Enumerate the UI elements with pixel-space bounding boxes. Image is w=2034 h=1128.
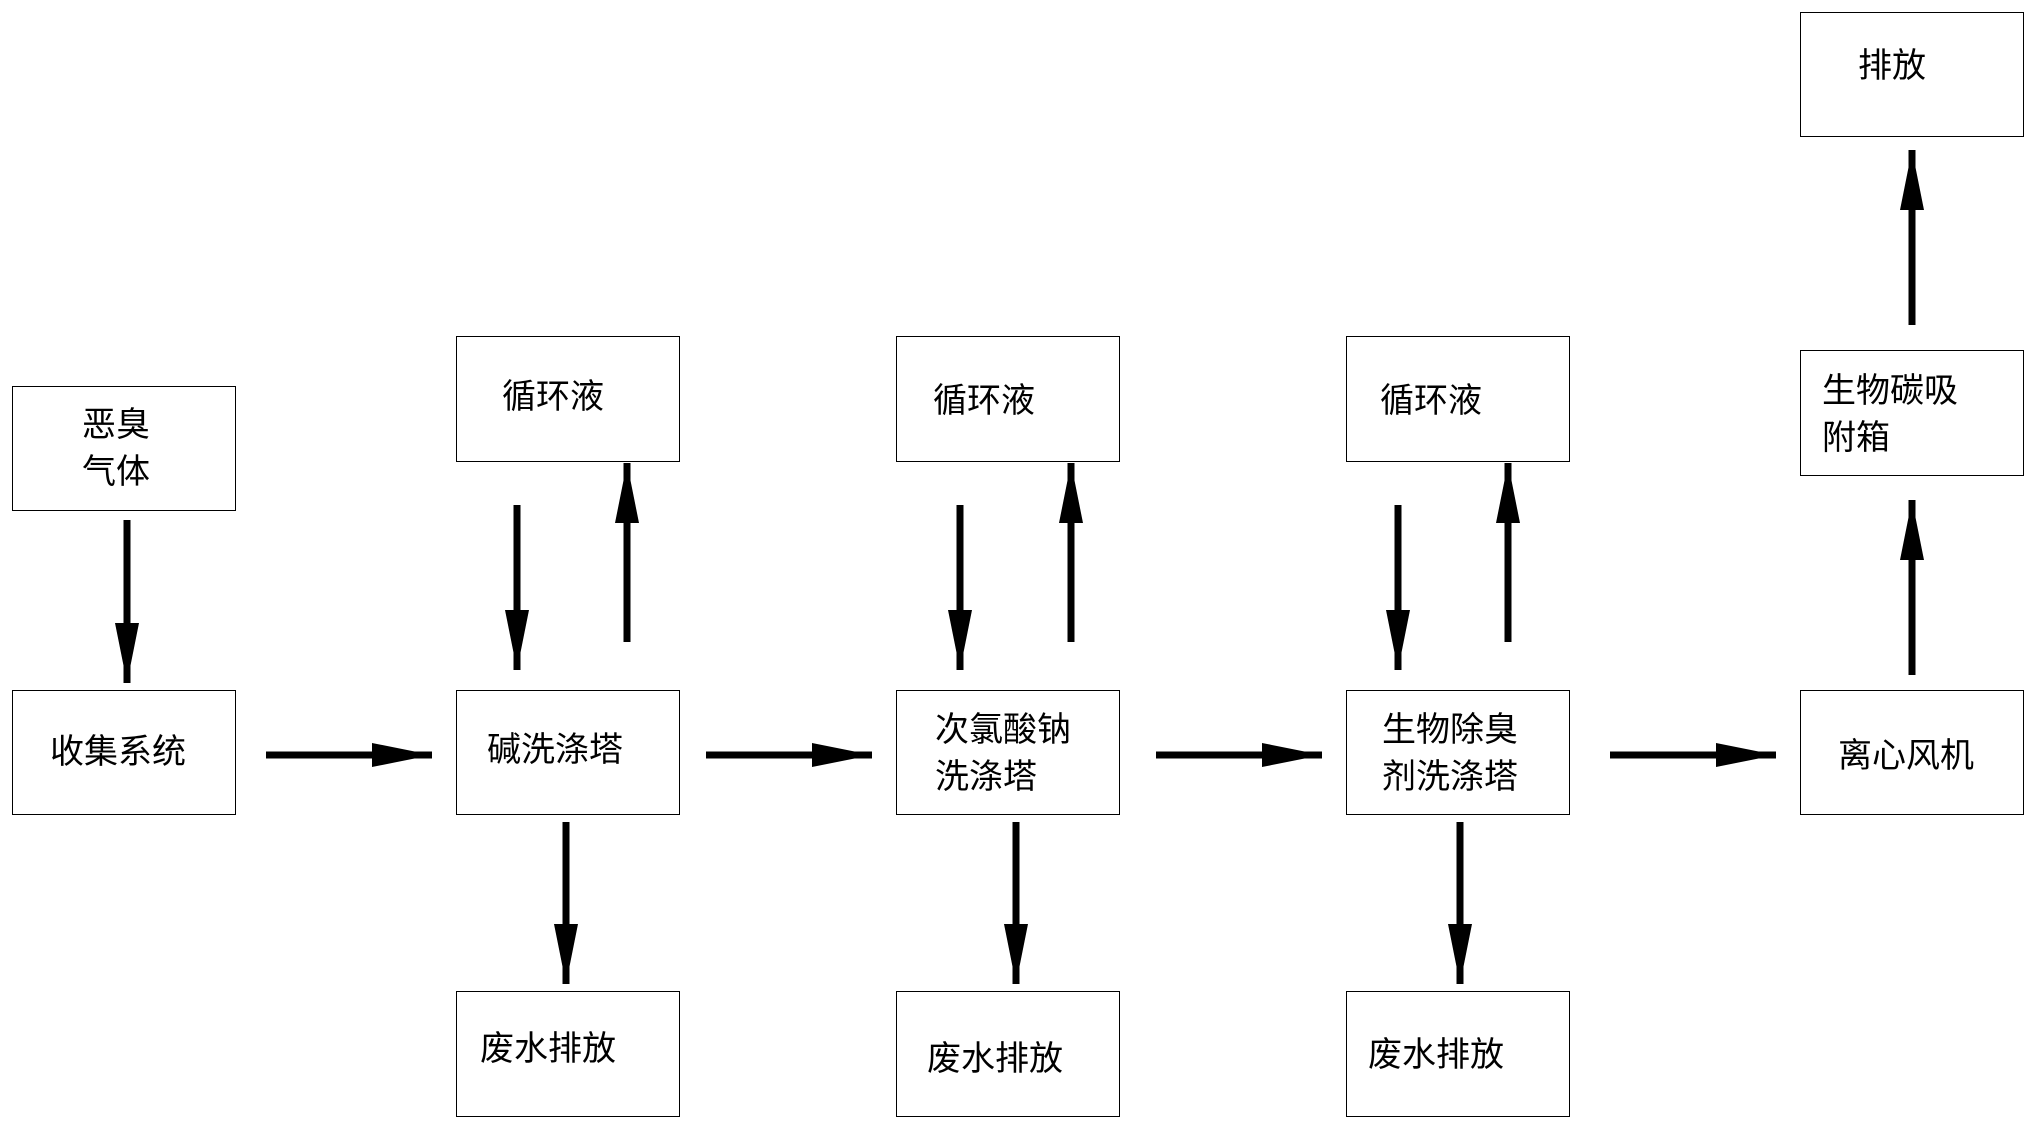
hypochlorite-circulating-liquid-box: [896, 336, 1120, 462]
malodorous-gas-label: 恶臭 气体: [82, 405, 150, 492]
discharge-box: [1800, 12, 2024, 137]
bio-deodorant-scrubber-box: [1346, 690, 1570, 815]
centrifugal-fan-box: [1800, 690, 2024, 815]
collection-system-box: [12, 690, 236, 815]
alkali-wastewater-box: [456, 991, 680, 1117]
malodorous-gas-box: [12, 386, 236, 511]
alkali-circulating-liquid-label: 循环液: [502, 377, 604, 417]
hypochlorite-wastewater-label: 废水排放: [927, 1039, 1063, 1079]
hypochlorite-scrubber-box: [896, 690, 1120, 815]
bio-circulating-liquid-box: [1346, 336, 1570, 462]
bio-wastewater-box: [1346, 991, 1570, 1117]
bio-carbon-adsorption-box: [1800, 350, 2024, 476]
discharge-label: 排放: [1858, 46, 1926, 86]
bio-circulating-liquid-label: 循环液: [1380, 381, 1482, 421]
bio-carbon-adsorption-label: 生物碳吸 附箱: [1822, 371, 1958, 458]
alkali-wastewater-label: 废水排放: [480, 1029, 616, 1069]
bio-deodorant-scrubber-label: 生物除臭 剂洗涤塔: [1382, 710, 1518, 797]
alkali-scrubber-label: 碱洗涤塔: [487, 730, 623, 770]
bio-wastewater-label: 废水排放: [1368, 1035, 1504, 1075]
alkali-circulating-liquid-box: [456, 336, 680, 462]
hypochlorite-scrubber-label: 次氯酸钠 洗涤塔: [935, 710, 1071, 797]
alkali-scrubber-box: [456, 690, 680, 815]
hypochlorite-wastewater-box: [896, 991, 1120, 1117]
hypochlorite-circulating-liquid-label: 循环液: [933, 381, 1035, 421]
centrifugal-fan-label: 离心风机: [1838, 736, 1974, 776]
collection-system-label: 收集系统: [50, 732, 186, 772]
